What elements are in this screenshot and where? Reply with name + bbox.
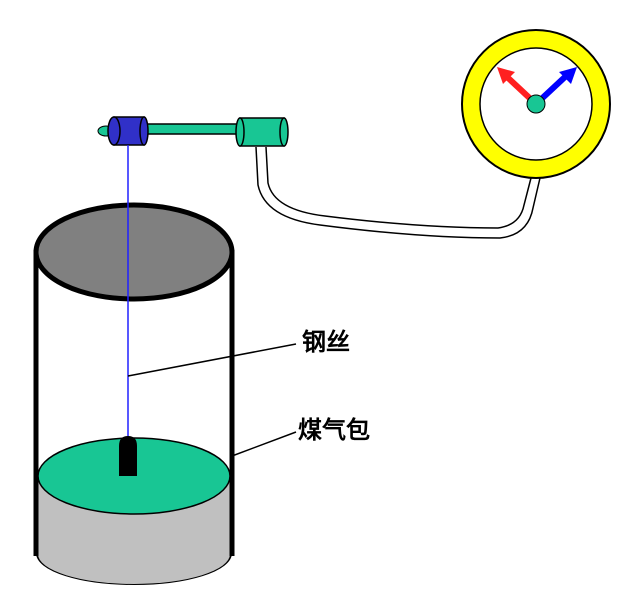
gas-holder — [33, 202, 235, 585]
pulley-end — [97, 116, 149, 146]
gauge-arrowhead-red — [497, 67, 515, 84]
rod-assembly — [97, 116, 289, 147]
counterweight-icon — [119, 436, 137, 476]
gas-bag-leader-line — [231, 431, 297, 457]
container-lid — [33, 202, 235, 302]
gas-bag-label: 煤气包 — [298, 416, 370, 444]
gauge-arrowhead-blue — [559, 67, 577, 84]
wire-label: 钢丝 — [302, 328, 350, 356]
pressure-sensor — [235, 117, 289, 147]
dial-gauge-icon — [461, 29, 611, 179]
pressure-tube — [255, 146, 541, 239]
gauge-pivot — [526, 94, 546, 114]
wire-leader-line — [127, 343, 297, 377]
horizontal-rod — [145, 123, 241, 135]
